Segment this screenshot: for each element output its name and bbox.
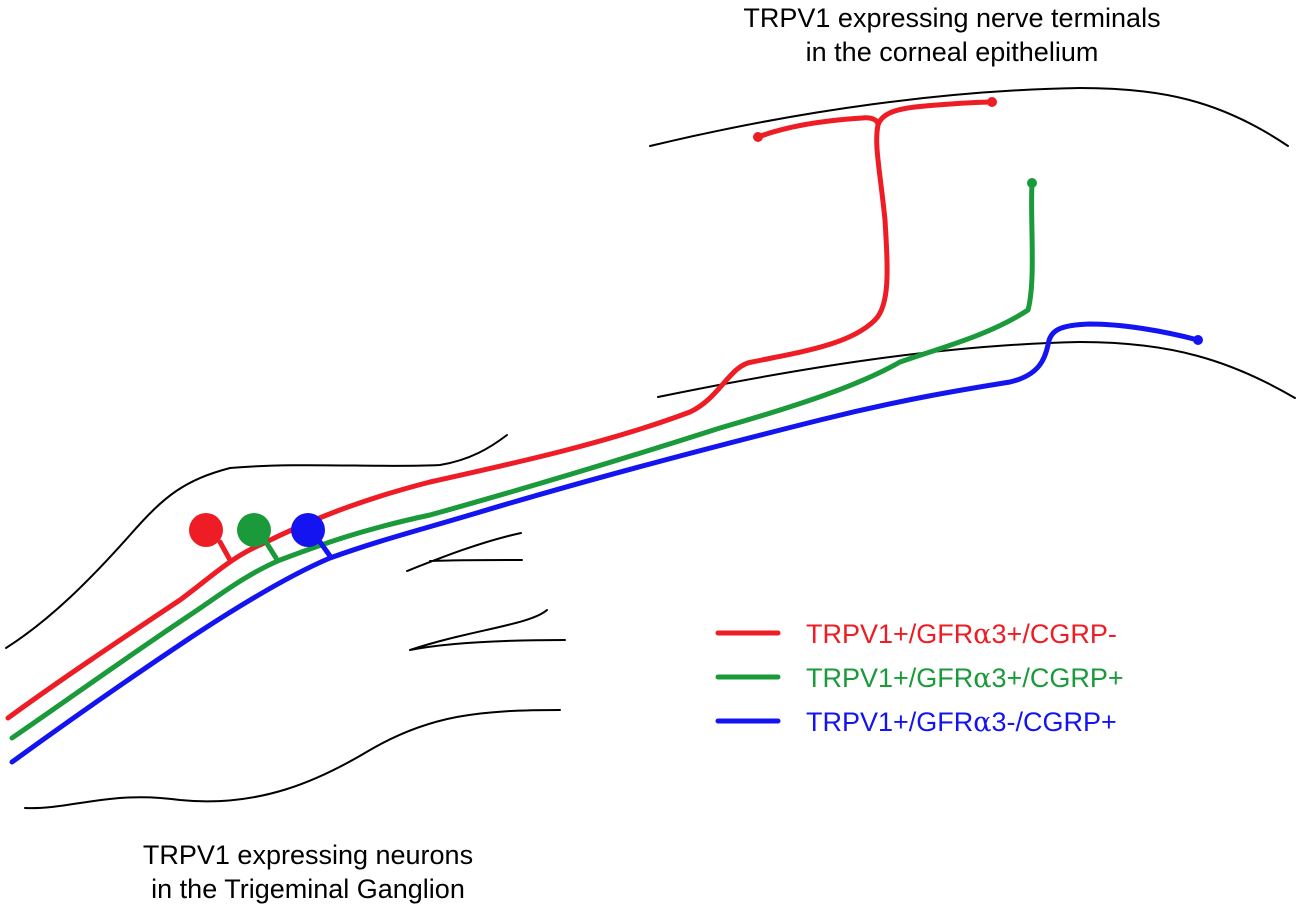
red-terminal-ending-right (987, 97, 997, 107)
green-fiber-axon (9, 180, 1035, 741)
nerve-inner-outline-2 (409, 609, 566, 651)
legend-label-blue-greek: α (973, 707, 991, 738)
red-terminal-branch (755, 99, 995, 140)
red-terminal-ending-left (753, 132, 763, 142)
legend-label-red-suffix: 3+/CGRP- (992, 619, 1117, 649)
green-cell-body (237, 513, 271, 547)
red-fiber-axon (5, 122, 890, 721)
blue-terminal-ending (1193, 335, 1203, 345)
legend-entry-red: TRPV1+/GFRα3+/CGRP- (715, 619, 1117, 650)
nerve-inner-outline-1 (406, 532, 523, 572)
legend-entry-green: TRPV1+/GFRα3+/CGRP+ (715, 663, 1124, 694)
legend-label-red-prefix: TRPV1+/GFR (806, 619, 973, 649)
bottom-caption-line-2: in the Trigeminal Ganglion (151, 874, 465, 904)
green-terminal-ending (1027, 178, 1037, 188)
legend-label-green-greek: α (973, 663, 991, 694)
ganglion-upper-outline (5, 434, 508, 649)
corneal-epithelium-outer-boundary (649, 87, 1289, 147)
blue-soma-stalk (317, 539, 333, 559)
ganglion-lower-outline (24, 709, 561, 810)
bottom-caption-line-1: TRPV1 expressing neurons (143, 840, 473, 870)
blue-fiber-axon (9, 321, 1201, 765)
legend-label-red: TRPV1+/GFRα3+/CGRP- (806, 619, 1117, 650)
legend: TRPV1+/GFRα3+/CGRP- TRPV1+/GFRα3+/CGRP+ … (715, 619, 1124, 738)
red-cell-body (189, 513, 223, 547)
red-soma-stalk (217, 539, 233, 563)
legend-entry-blue: TRPV1+/GFRα3-/CGRP+ (715, 707, 1117, 738)
legend-label-blue-suffix: 3-/CGRP+ (992, 707, 1117, 737)
legend-label-green-suffix: 3+/CGRP+ (992, 663, 1124, 693)
green-soma-stalk (263, 539, 279, 561)
top-caption-line-2: in the corneal epithelium (806, 37, 1099, 67)
blue-cell-body (291, 513, 325, 547)
top-caption-line-1: TRPV1 expressing nerve terminals (743, 3, 1160, 33)
legend-label-blue-prefix: TRPV1+/GFR (806, 707, 973, 737)
legend-label-blue: TRPV1+/GFRα3-/CGRP+ (806, 707, 1117, 738)
legend-label-red-greek: α (973, 619, 991, 650)
legend-label-green-prefix: TRPV1+/GFR (806, 663, 973, 693)
legend-label-green: TRPV1+/GFRα3+/CGRP+ (806, 663, 1124, 694)
